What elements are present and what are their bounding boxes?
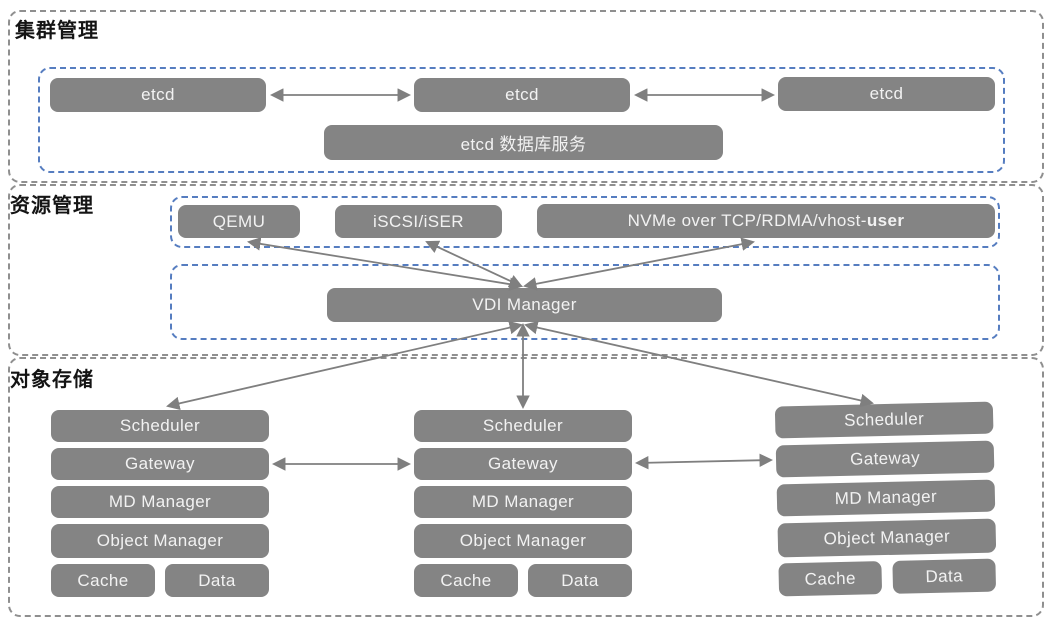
section-title-cluster: 集群管理 [15,20,99,42]
qemu-node: QEMU [178,205,300,238]
col2-object-manager: Object Manager [414,524,632,558]
col1-scheduler-label: Scheduler [119,416,201,435]
col3-data: Data [892,558,997,594]
col3-md-manager-label: MD Manager [834,486,938,509]
col3-data-label: Data [925,565,964,586]
col3-cache: Cache [778,561,883,597]
col2-gateway: Gateway [414,448,632,480]
col3-object-manager: Object Manager [777,518,997,558]
iscsi-node: iSCSI/iSER [335,205,502,238]
col1-gateway-label: Gateway [125,454,195,473]
etcd-node-2: etcd [414,78,630,112]
col2-md-manager-label: MD Manager [471,492,575,511]
nvme-label-bold: user [866,211,905,230]
qemu-label: QEMU [212,211,266,231]
section-title-storage: 对象存储 [10,369,94,391]
col3-object-manager-label: Object Manager [823,526,951,549]
col1-object-manager: Object Manager [51,524,269,558]
col3-gateway-label: Gateway [849,448,921,469]
col2-md-manager: MD Manager [414,486,632,518]
col3-scheduler: Scheduler [774,401,994,439]
col1-scheduler: Scheduler [51,410,269,442]
col1-md-manager-label: MD Manager [108,492,212,511]
col3-gateway: Gateway [775,440,995,478]
col2-gateway-label: Gateway [488,454,558,473]
col1-cache: Cache [51,564,155,597]
col3-md-manager: MD Manager [776,479,996,517]
col2-cache-label: Cache [440,570,492,590]
col1-data-label: Data [198,570,236,590]
etcd-node-3-label: etcd [869,84,904,103]
col1-md-manager: MD Manager [51,486,269,518]
etcd-node-1-label: etcd [141,85,175,104]
vdi-manager-label: VDI Manager [472,295,577,314]
nvme-node: NVMe over TCP/RDMA/vhost-user [537,204,995,238]
etcd-node-1: etcd [50,78,266,112]
etcd-database-service-label: etcd 数据库服务 [460,135,587,154]
section-cluster-management [8,10,1044,183]
col2-scheduler-label: Scheduler [482,416,564,435]
col2-scheduler: Scheduler [414,410,632,442]
nvme-label: NVMe over TCP/RDMA/vhost- [627,211,867,230]
vdi-manager-node: VDI Manager [327,288,722,322]
iscsi-label: iSCSI/iSER [373,211,464,231]
col3-cache-label: Cache [804,568,857,589]
col3-scheduler-label: Scheduler [843,409,925,430]
col2-data: Data [528,564,632,597]
col1-data: Data [165,564,269,597]
etcd-node-2-label: etcd [505,85,539,104]
col1-cache-label: Cache [77,570,129,590]
col2-data-label: Data [561,570,599,590]
col1-gateway: Gateway [51,448,269,480]
section-title-resource: 资源管理 [10,195,94,217]
etcd-cluster-container [38,67,1005,173]
col2-cache: Cache [414,564,518,597]
col1-object-manager-label: Object Manager [96,531,224,550]
col2-object-manager-label: Object Manager [459,531,587,550]
etcd-database-service: etcd 数据库服务 [324,125,723,160]
etcd-node-3: etcd [778,77,995,111]
storage-column-3: Scheduler Gateway MD Manager Object Mana… [774,401,997,601]
